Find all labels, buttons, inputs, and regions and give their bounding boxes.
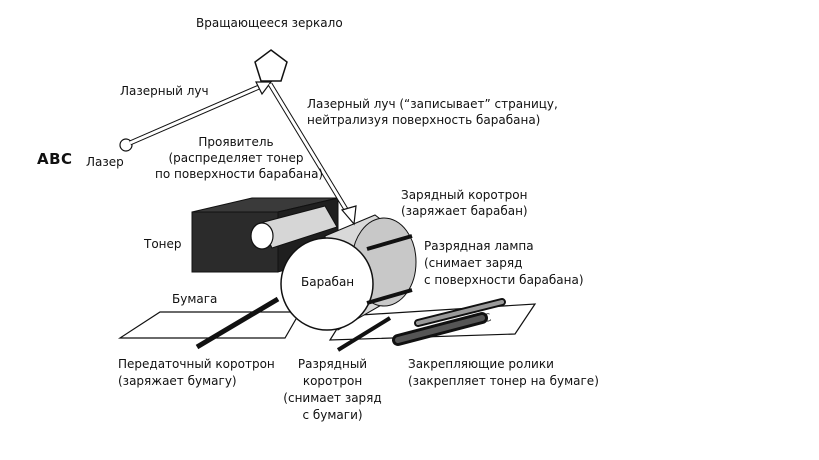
laser-beam-in — [129, 82, 267, 145]
discharge-corotron-bar — [336, 316, 392, 352]
developer-label-line2: (распределяет тонер — [168, 151, 304, 165]
paper-label: Бумага — [172, 292, 218, 306]
laser-label: Лазер — [86, 155, 124, 169]
rotating-mirror — [254, 49, 288, 82]
discharge-corotron-label-line3: (снимает заряд — [283, 391, 382, 405]
charge-corotron-label-line2: (заряжает барабан) — [401, 204, 528, 218]
developer-label-line3: по поверхности барабана) — [155, 167, 324, 181]
discharge-lamp-bar — [366, 288, 413, 305]
fuser-label-line1: Закрепляющие ролики — [408, 357, 554, 371]
paper-sheet-left — [117, 311, 302, 339]
laser-beam-out-arrowhead — [340, 205, 357, 226]
fuser-roller-back-inner — [416, 300, 504, 325]
abc-label: ABC — [37, 150, 73, 168]
discharge-lamp-label-line1: Разрядная лампа — [424, 239, 534, 253]
discharge-corotron-label-line1: Разрядный — [297, 357, 368, 371]
laser-beam-out-label-line2: нейтрализуя поверхность барабана) — [307, 113, 541, 127]
discharge-corotron-label-line2: коротрон — [302, 374, 363, 388]
developer-roller-end — [250, 222, 274, 250]
drum-label: Барабан — [301, 275, 355, 289]
laser-beam-in-arrowhead — [255, 81, 273, 96]
transfer-corotron-label-line2: (заряжает бумагу) — [118, 374, 237, 388]
mirror-label: Вращающееся зеркало — [196, 16, 343, 30]
fuser-roller-front-inner — [395, 315, 485, 343]
laser-beam-out-label-line1: Лазерный луч (“записывает” страницу, — [307, 97, 558, 111]
toner-label: Тонер — [144, 237, 182, 251]
charge-corotron-bar — [366, 234, 413, 251]
laser-beam-out — [268, 83, 352, 217]
charge-corotron-label-line1: Зарядный коротрон — [401, 188, 528, 202]
laser-source — [119, 138, 133, 152]
fuser-label-line2: (закрепляет тонер на бумаге) — [408, 374, 599, 388]
discharge-lamp-label-line2: (снимает заряд — [424, 256, 523, 270]
transfer-corotron-label-line1: Передаточный коротрон — [118, 357, 275, 371]
discharge-corotron-label-line4: с бумаги) — [302, 408, 363, 422]
transfer-corotron-bar — [195, 296, 280, 350]
developer-label-line1: Проявитель — [198, 135, 274, 149]
discharge-lamp-label-line3: с поверхности барабана) — [424, 273, 584, 287]
drum — [280, 237, 374, 331]
laser-beam-in-label: Лазерный луч — [120, 84, 209, 98]
